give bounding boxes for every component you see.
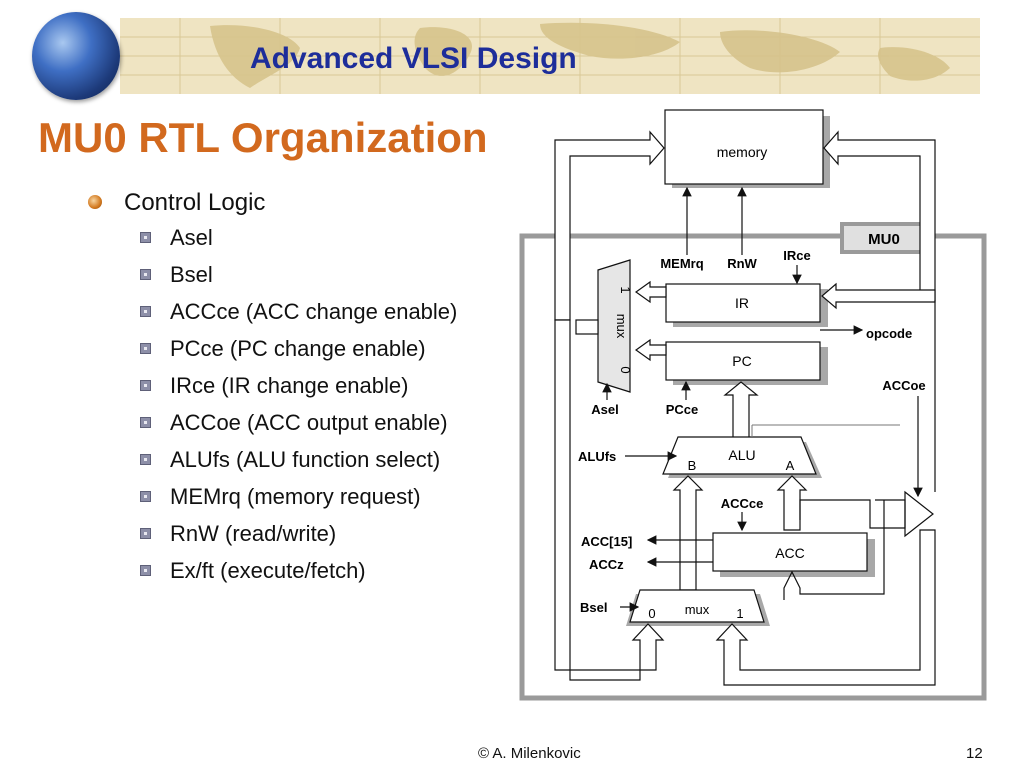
alu-input-b: B — [688, 458, 697, 473]
accoe-label: ACCoe — [882, 378, 925, 393]
bullet-item-label: IRce (IR change enable) — [170, 373, 409, 398]
bullet-item: Bsel — [84, 259, 514, 290]
square-bullet-icon — [140, 343, 151, 354]
rnw-label: RnW — [727, 256, 757, 271]
globe-logo — [32, 12, 120, 100]
bullet-item-label: Asel — [170, 225, 213, 250]
top-mux-label: mux — [614, 314, 629, 339]
header-title: Advanced VLSI Design — [250, 42, 577, 75]
alu-to-pc-arrow — [723, 381, 759, 441]
bullet-item-label: ALUfs (ALU function select) — [170, 447, 441, 472]
bullet-main: Control Logic — [84, 186, 514, 222]
bullet-item: Ex/ft (execute/fetch) — [84, 555, 514, 586]
acc-to-buffer-wire — [799, 499, 906, 529]
bullet-item-label: ACCce (ACC change enable) — [170, 299, 458, 324]
header-banner — [120, 18, 980, 94]
mu0-boundary — [519, 233, 987, 701]
memrq-label: MEMrq — [660, 256, 703, 271]
bullet-item: Asel — [84, 222, 514, 253]
footer-credit: © A. Milenkovic — [478, 745, 581, 762]
bottom-mux-label: mux — [685, 602, 710, 617]
bullet-item: ALUfs (ALU function select) — [84, 444, 514, 475]
square-bullet-icon — [140, 528, 151, 539]
bullet-item-label: MEMrq (memory request) — [170, 484, 421, 509]
alu-block — [662, 436, 817, 475]
bus-to-mux-1 — [715, 529, 936, 686]
square-bullet-icon — [140, 232, 151, 243]
accz-label: ACCz — [589, 557, 624, 572]
round-bullet-icon — [88, 195, 102, 209]
pc-block — [665, 341, 821, 381]
mu0-datapath-diagram: MU0 memory MEMrq RnW IRce IR opcode PC P… — [519, 109, 987, 701]
bottom-mux-input-1: 1 — [736, 606, 743, 621]
bullet-item-label: PCce (PC change enable) — [170, 336, 426, 361]
square-bullet-icon — [140, 565, 151, 576]
bullet-item-label: Ex/ft (execute/fetch) — [170, 558, 366, 583]
irce-label: IRce — [783, 248, 810, 263]
top-mux-input-1: 1 — [618, 286, 633, 293]
bus-from-memory — [823, 130, 936, 301]
bus-to-mux-0 — [554, 319, 665, 681]
square-bullet-icon — [140, 454, 151, 465]
ir-to-mux-arrow — [634, 280, 667, 304]
square-bullet-icon — [140, 269, 151, 280]
bullet-list: Control Logic Asel Bsel ACCce (ACC chang… — [84, 186, 514, 592]
alu-input-a: A — [786, 458, 795, 473]
alufs-label: ALUfs — [578, 449, 616, 464]
top-mux-block — [597, 259, 631, 393]
bullet-item: MEMrq (memory request) — [84, 481, 514, 512]
square-bullet-icon — [140, 306, 151, 317]
mu0-label: MU0 — [868, 231, 900, 248]
asel-label: Asel — [591, 402, 618, 417]
world-map-background — [120, 18, 980, 94]
square-bullet-icon — [140, 380, 151, 391]
acc-to-alu-a-arrow — [776, 475, 808, 531]
pc-label: PC — [732, 353, 751, 369]
alu-label: ALU — [728, 447, 755, 463]
bottom-mux-input-0: 0 — [648, 606, 655, 621]
bsel-label: Bsel — [580, 600, 607, 615]
bullet-item: IRce (IR change enable) — [84, 370, 514, 401]
acc-feedback-loop — [783, 500, 885, 600]
memory-label: memory — [717, 144, 768, 160]
bullet-item: ACCoe (ACC output enable) — [84, 407, 514, 438]
accce-label: ACCce — [721, 496, 764, 511]
bullet-item: RnW (read/write) — [84, 518, 514, 549]
acc-block — [712, 532, 868, 572]
acc-label: ACC — [775, 545, 805, 561]
bullet-item-label: RnW (read/write) — [170, 521, 337, 546]
square-bullet-icon — [140, 417, 151, 428]
bullet-item-label: ACCoe (ACC output enable) — [170, 410, 448, 435]
page-number: 12 — [966, 745, 983, 762]
bullet-item: ACCce (ACC change enable) — [84, 296, 470, 327]
mux-to-alu-b-arrow — [672, 475, 704, 591]
mux-output-stub — [575, 319, 599, 335]
top-mux-input-0: 0 — [618, 366, 633, 373]
acc15-label: ACC[15] — [581, 534, 632, 549]
mu0-label-box — [840, 222, 928, 254]
memory-block — [664, 109, 824, 185]
bullet-item-label: Bsel — [170, 262, 213, 287]
bus-into-ir — [821, 282, 936, 310]
ir-label: IR — [735, 295, 749, 311]
pc-to-mux-arrow — [634, 338, 667, 362]
bullet-item: PCce (PC change enable) — [84, 333, 514, 364]
slide-title: MU0 RTL Organization — [38, 114, 488, 161]
bullet-main-label: Control Logic — [124, 189, 266, 216]
pcce-label: PCce — [666, 402, 699, 417]
square-bullet-icon — [140, 491, 151, 502]
ir-block — [665, 283, 821, 323]
opcode-label: opcode — [866, 326, 912, 341]
